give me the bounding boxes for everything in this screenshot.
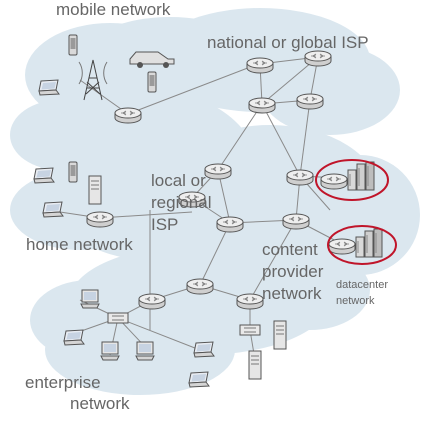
laptop-icon	[193, 341, 215, 358]
router-icon	[114, 107, 142, 124]
router-icon	[296, 93, 324, 110]
server-icon	[248, 350, 262, 380]
content-provider-label-line1: content	[262, 240, 318, 259]
datacenter-label-line1: datacenter	[336, 279, 388, 291]
local-isp-label-line2: regional	[151, 193, 212, 212]
laptop-icon	[42, 201, 64, 218]
national-isp-label: national or global ISP	[207, 33, 369, 52]
laptop-icon	[63, 329, 85, 346]
router-icon	[186, 278, 214, 295]
car-icon	[129, 51, 175, 68]
local-isp-label-line3: ISP	[151, 215, 179, 234]
enterprise-label-line2: network	[70, 394, 130, 413]
content-provider-label-line2: provider	[262, 262, 324, 281]
router-icon	[204, 163, 232, 180]
laptop-icon	[33, 167, 55, 184]
server-icon	[88, 175, 102, 205]
laptop-icon	[38, 79, 60, 96]
network-clouds	[10, 8, 420, 395]
datacenter-highlight	[315, 159, 389, 201]
phone-icon	[68, 34, 78, 56]
router-icon	[286, 169, 314, 186]
laptop-icon	[188, 371, 210, 388]
local-isp-label-line1: local or	[151, 171, 206, 190]
router-icon	[328, 238, 356, 255]
enterprise-label-line1: enterprise	[25, 373, 101, 392]
router-icon	[236, 293, 264, 310]
router-icon	[86, 211, 114, 228]
cell-tower-icon	[78, 59, 108, 101]
router-icon	[246, 57, 274, 74]
phone-icon	[68, 161, 78, 183]
phone-icon	[147, 71, 157, 93]
router-icon	[138, 293, 166, 310]
mobile-network-devices	[38, 34, 175, 124]
content-provider-label-line3: network	[262, 284, 322, 303]
desktop-icon	[135, 341, 155, 361]
link-switch-icon	[239, 324, 261, 336]
home-network-label: home network	[26, 235, 133, 254]
datacenter-highlight	[327, 225, 397, 265]
mobile-network-label: mobile network	[56, 0, 171, 19]
router-icon	[216, 216, 244, 233]
router-icon	[320, 173, 348, 190]
router-icon	[304, 50, 332, 67]
router-icon	[248, 97, 276, 114]
desktop-icon	[80, 289, 100, 309]
datacenter-group	[315, 159, 397, 265]
desktop-icon	[100, 341, 120, 361]
router-icon	[282, 213, 310, 230]
server-icon	[273, 320, 287, 350]
link-switch-icon	[107, 312, 129, 324]
datacenter-label-line2: network	[336, 295, 375, 307]
